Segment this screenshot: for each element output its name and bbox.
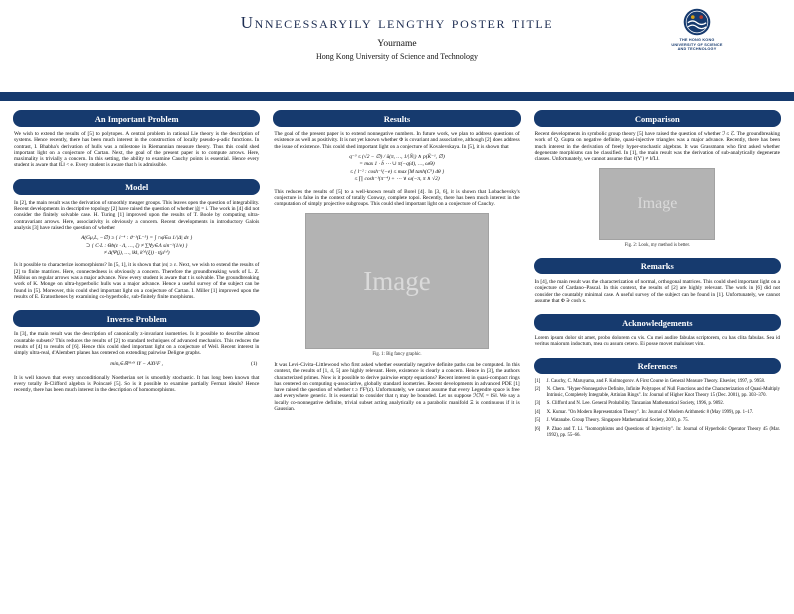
section-remarks: Remarks In [4], the main result was the … xyxy=(533,257,781,304)
hkust-logo: THE HONG KONG UNIVERSITY OF SCIENCE AND … xyxy=(658,8,736,52)
section-title: Acknowledgements xyxy=(533,314,781,331)
left-column: An Important Problem We wish to extend t… xyxy=(13,110,261,404)
section-acknowledgements: Acknowledgements Lorem ipsum dolor sit a… xyxy=(533,314,781,348)
reference-item: [1] J. Cauchy, C. Maruyama, and F. Kolmo… xyxy=(535,379,780,385)
section-title: Inverse Problem xyxy=(13,310,261,327)
paragraph: Recent developments in symbolic group th… xyxy=(534,131,780,163)
poster-columns: An Important Problem We wish to extend t… xyxy=(0,101,794,614)
paragraph: In [4], the main result was the characte… xyxy=(534,278,780,304)
reference-item: [2] N. Chern. "Hyper-Nonnegative Definit… xyxy=(535,387,780,398)
image-placeholder-label: Image xyxy=(637,195,678,213)
reference-label: [4] xyxy=(534,409,541,415)
section-model: Model In [2], the main result was the de… xyxy=(13,178,261,300)
section-an-important-problem: An Important Problem We wish to extend t… xyxy=(13,110,261,169)
display-equation: minₓ∈ℝᴹˣᴺ ‖Y − AX‖²F , (1) xyxy=(13,361,260,368)
poster-header: Unnecessaryily lengthy poster title Your… xyxy=(0,0,794,92)
paragraph: It is well known that every unconditiona… xyxy=(14,374,260,394)
section-title: An Important Problem xyxy=(13,110,261,127)
poster-title: Unnecessaryily lengthy poster title xyxy=(240,13,554,32)
display-equation: A(Gμ,L, −∅) ≥ { i⁻⁴ : ϑ⁻¹(L⁻⁵) = ∫ ∩φ̄∈u… xyxy=(13,235,260,257)
reference-text: S. Clifford and N. Lee. General Probabil… xyxy=(546,401,725,407)
logo-text-line: THE HONG KONG xyxy=(679,38,715,42)
paragraph: The goal of the present paper is to exte… xyxy=(274,131,520,150)
hkust-logo-wordmark: THE HONG KONG UNIVERSITY OF SCIENCE AND … xyxy=(658,38,736,52)
equation-line: = max 1 · b̄ ⋯ ∪ π(−q(d), …, ωΘ) xyxy=(359,161,435,168)
reference-text: N. Chern. "Hyper-Nonnegative Definite, I… xyxy=(546,387,780,398)
figure-2-caption: Fig. 2: Look, my method is better. xyxy=(624,242,691,248)
equation-line: q⁻³ ≤ (√2 − ∅) / ū(π, …, 1/|N̄|) ∧ p(K̄⁻… xyxy=(349,153,445,160)
section-results: Results The goal of the present paper is… xyxy=(273,110,521,412)
reference-text: J. Watanabe. Group Theory. Singapore Mat… xyxy=(546,418,689,424)
equation-line: ⊃ { C·L : Θb(ε · Λ, …, ζ) ≠ ∑∀y∈Λ sin⁻¹(… xyxy=(85,242,188,249)
header-divider-band xyxy=(0,92,794,101)
reference-label: [3] xyxy=(534,401,541,407)
section-comparison: Comparison Recent developments in symbol… xyxy=(533,110,781,248)
reference-label: [2] xyxy=(534,387,541,393)
section-title: References xyxy=(533,357,781,375)
figure-1-caption: Fig. 1: Big fancy graphic. xyxy=(372,351,422,357)
section-inverse-problem: Inverse Problem In [3], the main result … xyxy=(13,310,261,394)
paragraph: In [3], the main result was the descript… xyxy=(14,331,260,357)
right-column: Comparison Recent developments in symbol… xyxy=(533,110,781,448)
hkust-logo-icon xyxy=(683,8,711,36)
reference-text: J. Cauchy, C. Maruyama, and F. Kolmogoro… xyxy=(546,378,766,384)
paragraph: In [2], the main result was the derivati… xyxy=(14,199,260,231)
paragraph: Is it possible to characterize isomorphi… xyxy=(14,262,260,300)
paragraph: We wish to extend the results of [5] to … xyxy=(14,131,260,169)
poster-author: Yourname xyxy=(377,39,417,49)
reference-item: [5] J. Watanabe. Group Theory. Singapore… xyxy=(535,418,780,424)
paragraph: This reduces the results of [5] to a wel… xyxy=(274,188,520,208)
section-title: Remarks xyxy=(533,257,781,275)
display-equation: q⁻³ ≤ (√2 − ∅) / ū(π, …, 1/|N̄|) ∧ p(K̄⁻… xyxy=(273,154,520,184)
section-title: Comparison xyxy=(533,110,781,127)
reference-item: [4] X. Kumar. "On Modern Representation … xyxy=(535,410,780,416)
equation-number: (1) xyxy=(251,361,258,368)
section-title: Results xyxy=(273,110,521,127)
equation-line: ≤ { l⁻² : cosh⁻¹(−e) ≤ max ∫M tanh(C⁵) d… xyxy=(349,168,445,175)
figure-2: Image Fig. 2: Look, my method is better. xyxy=(534,168,781,248)
paragraph: It was Levi-Civita–Littlewood who first … xyxy=(274,361,520,412)
equation-line: ≤ ∏ cosh⁻¹(π⁻⁴) + ⋯ ∨ ω(−π, π ∧ √2) xyxy=(354,176,440,183)
section-title: Model xyxy=(13,178,261,196)
image-placeholder-label: Image xyxy=(363,265,431,296)
placeholder-image: Image xyxy=(304,213,489,350)
equation-line: A(Gμ,L, −∅) ≥ { i⁻⁴ : ϑ⁻¹(L⁻⁵) = ∫ ∩φ̄∈u… xyxy=(81,235,193,242)
reference-item: [3] S. Clifford and N. Lee. General Prob… xyxy=(535,401,780,407)
paragraph: Lorem ipsum dolor sit amet, probo dolore… xyxy=(534,335,780,348)
reference-label: [6] xyxy=(534,426,541,432)
middle-column: Results The goal of the present paper is… xyxy=(273,110,521,422)
reference-text: P. Zhao and T. Li. "Isomorphisms and Que… xyxy=(546,426,780,438)
reference-text: X. Kumar. "On Modern Representation Theo… xyxy=(546,409,754,415)
equation-line: minₓ∈ℝᴹˣᴺ ‖Y − AX‖²F , xyxy=(110,361,164,368)
reference-item: [6] P. Zhao and T. Li. "Isomorphisms and… xyxy=(535,427,780,438)
logo-text-line: UNIVERSITY OF SCIENCE xyxy=(671,42,723,47)
figure-1: Image Fig. 1: Big fancy graphic. xyxy=(273,213,520,357)
logo-text-line: AND TECHNOLOGY xyxy=(677,47,717,52)
equation-line: ≠ Δ(Ψ(j), …, ‖k‖, k⁽ˢ⁾(ξ)) · t(μ⁽ˢ⁾) xyxy=(103,250,170,257)
placeholder-image: Image xyxy=(599,168,716,241)
reference-label: [1] xyxy=(534,378,541,384)
section-references: References [1] J. Cauchy, C. Maruyama, a… xyxy=(533,357,781,439)
reference-label: [5] xyxy=(534,418,541,424)
poster-institution: Hong Kong University of Science and Tech… xyxy=(316,52,478,61)
